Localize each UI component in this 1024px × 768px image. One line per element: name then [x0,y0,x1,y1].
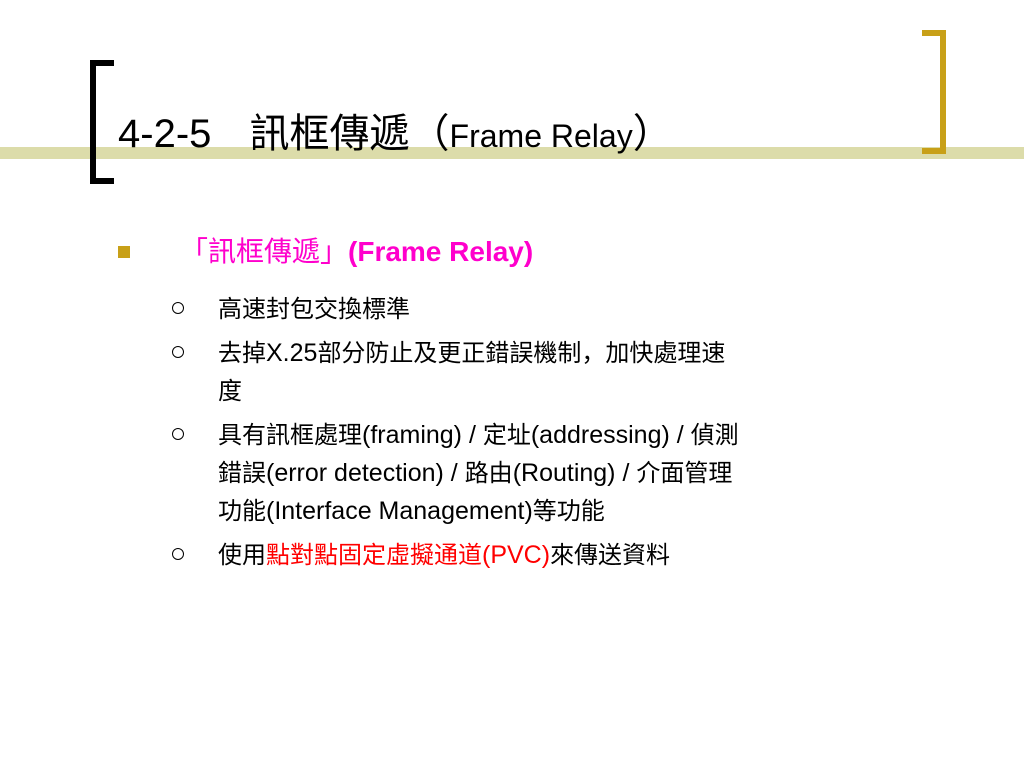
left-bracket-decoration [90,60,114,184]
square-bullet-icon [118,246,130,258]
circle-bullet-icon [172,548,184,560]
circle-bullet-icon [172,302,184,314]
right-bracket-decoration [922,30,946,154]
slide-title: 4-2-5 訊框傳遞（Frame Relay） [118,110,673,160]
title-stripe [0,147,1024,159]
list-item: 去掉X.25部分防止及更正錯誤機制，加快處理速 度 [170,334,970,410]
title-close-paren: ） [632,111,673,157]
highlight-pvc-en: (PVC) [482,541,551,569]
list-item: 使用點對點固定虛擬通道(PVC)來傳送資料 [170,536,970,574]
circle-bullet-icon [172,346,184,358]
list-item: 具有訊框處理(framing) / 定址(addressing) / 偵測 錯誤… [170,416,970,530]
title-open-paren: （ [409,111,450,157]
list-item: 高速封包交換標準 [170,290,970,328]
title-zh: 訊框傳遞 [249,111,410,157]
heading-en: (Frame Relay) [348,236,534,267]
sub-bullet-list: 高速封包交換標準 去掉X.25部分防止及更正錯誤機制，加快處理速 度 具有訊框處… [170,290,970,580]
highlight-pvc-zh: 點對點固定虛擬通道 [266,541,482,569]
heading-zh: 「訊框傳遞」 [180,235,349,268]
circle-bullet-icon [172,428,184,440]
title-number: 4-2-5 [118,112,212,156]
title-en: Frame Relay [449,118,633,154]
main-bullet-heading: 「訊框傳遞」(Frame Relay) [180,232,533,272]
